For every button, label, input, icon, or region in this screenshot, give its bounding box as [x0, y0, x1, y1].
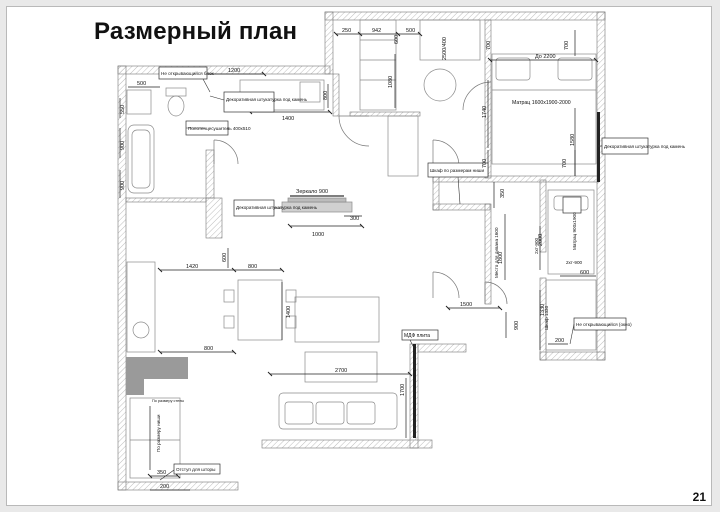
note-wardrobe: Шкаф 1330	[544, 305, 549, 330]
dim-label: 200	[555, 338, 564, 344]
dim-label: 300	[350, 216, 359, 222]
dim-label: 500	[137, 81, 146, 87]
note-wardrobe-niche: Шкаф по размерам ниши	[430, 168, 484, 173]
dim-label: 550	[120, 105, 126, 114]
dim-label: 1420	[186, 264, 198, 270]
dim-label: 1800	[498, 252, 504, 264]
dim-label: 800	[204, 346, 213, 352]
dim-label: 700	[562, 159, 568, 168]
dim-label: 1200	[228, 68, 240, 74]
dim-label: 350	[500, 189, 506, 198]
dim-label: 800	[248, 264, 257, 270]
dimension-ticks	[147, 31, 599, 479]
note-mattress-small: Матрац 900х1900	[572, 212, 577, 250]
dim-label: 600	[222, 253, 228, 262]
door-swings	[213, 81, 508, 305]
dim-label: 200	[160, 484, 169, 490]
dim-label: 942	[372, 28, 381, 34]
dim-label: 2500/400	[442, 37, 448, 60]
note-curtain: Отступ для шторы	[176, 467, 215, 472]
dim-label: 1700	[400, 384, 406, 396]
dim-label: 800	[323, 91, 329, 100]
dim-label: 900	[120, 181, 126, 190]
dim-label: 1080	[388, 76, 394, 88]
dim-label: 1580	[570, 134, 576, 146]
note-mirror: Зеркало 900	[296, 189, 328, 195]
note-labels: Не открывающийся блок Декоративная штука…	[152, 70, 686, 472]
dim-label: 2700	[335, 368, 347, 374]
pillars	[126, 112, 600, 438]
note-mattress-big: Матрац 1600х1900-2000	[512, 100, 571, 106]
dim-label: 500	[406, 28, 415, 34]
dim-label: 600	[394, 35, 400, 44]
page-number: 21	[692, 490, 706, 504]
page-title: Размерный план	[94, 18, 298, 45]
dimension-labels: 250 942 500 600 2500/400 700 700 До 2200…	[120, 28, 589, 490]
note-decor-plaster: Декоративная штукатурка под камень	[604, 144, 686, 149]
note-towel-rail: Полотенцесушитель 400х510	[188, 126, 251, 131]
dim-label: 900	[120, 141, 126, 150]
dim-label: 700	[486, 41, 492, 50]
furniture	[126, 19, 597, 479]
note-sofa-place: Место для дивана 1600	[494, 227, 499, 278]
dim-label: До 2200	[535, 54, 556, 60]
note-size: 2хт-900	[534, 237, 539, 254]
dim-label: 700	[482, 159, 488, 168]
note-niche: По размеру ниши	[156, 414, 161, 452]
dim-label: 1740	[482, 106, 488, 118]
dim-label: 1330	[540, 304, 546, 316]
note-non-opening-window: Не открывающийся (окно)	[576, 321, 632, 327]
dimension-lines	[119, 30, 596, 491]
dim-label: 700	[564, 41, 570, 50]
note-decor-plaster: Декоративная штукатурка под камень	[226, 97, 308, 102]
dim-label: 350	[157, 470, 166, 476]
note-decor-plaster: Декоративная штукатурка под камень	[236, 205, 318, 210]
note-wardrobe-size: По размеру стены	[152, 399, 184, 403]
dim-label: 2000	[538, 234, 544, 246]
note-non-opening-window: Не открывающийся блок	[161, 70, 215, 76]
note-mdf-panel: МДФ плита	[404, 333, 430, 339]
dim-label: 1400	[286, 306, 292, 318]
walls	[117, 11, 606, 491]
dim-label: 900	[514, 321, 520, 330]
dim-label: 1400	[282, 116, 294, 122]
dim-label: 600	[580, 270, 589, 276]
dim-label: 1500	[460, 302, 472, 308]
dim-label: 250	[342, 28, 351, 34]
leader-lines	[159, 78, 602, 481]
dim-label: 1000	[312, 232, 324, 238]
note-size: 2хт-900	[566, 260, 583, 265]
